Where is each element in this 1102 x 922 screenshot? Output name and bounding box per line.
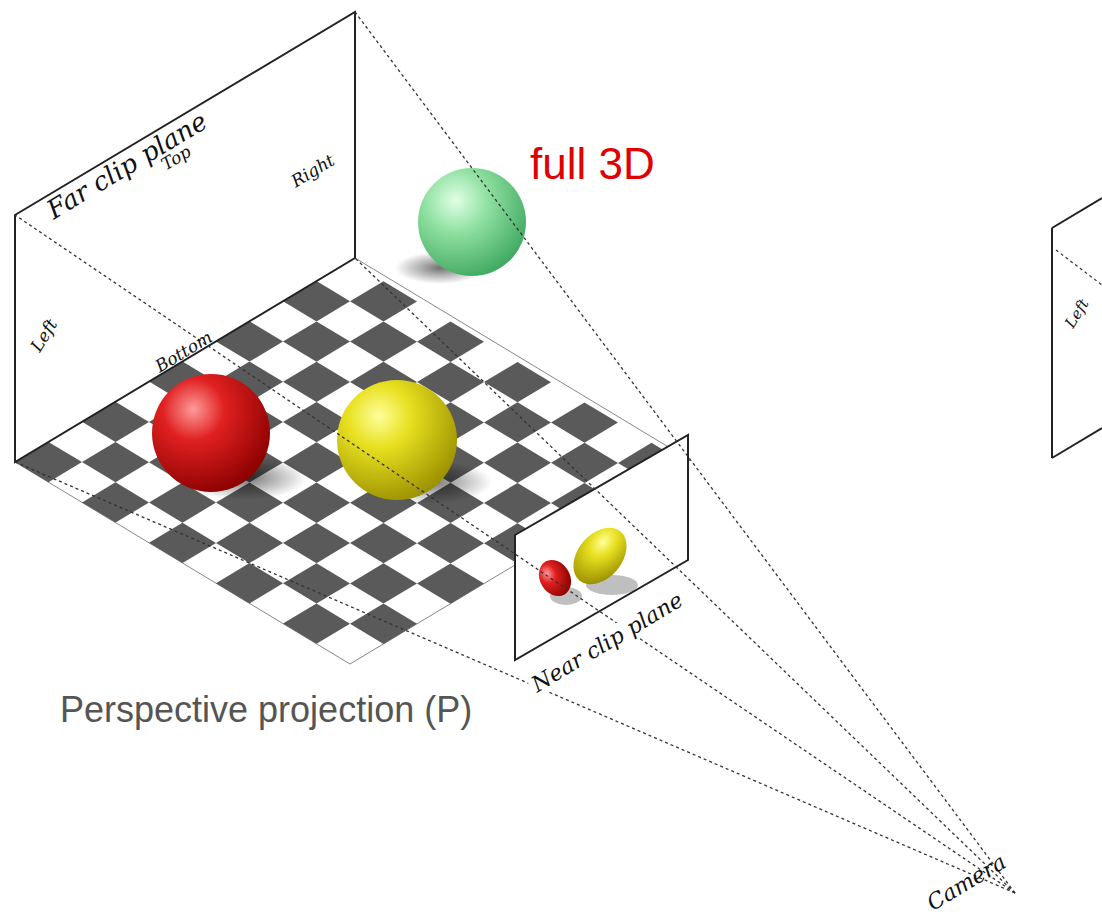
projected-yellow-sphere (563, 517, 638, 594)
checker-square (283, 523, 350, 563)
projection-caption: Perspective projection (P) (60, 690, 472, 730)
frustum-ray-partial (1056, 250, 1102, 285)
checker-square (283, 362, 350, 402)
frustum-rays (15, 12, 1015, 893)
left-label: Left (27, 316, 61, 355)
near-clip-plane (515, 435, 688, 660)
checker-square (82, 442, 149, 482)
projected-red-sphere (533, 554, 578, 602)
checker-square (283, 604, 350, 644)
checker-square (149, 523, 216, 563)
checker-square (484, 362, 551, 402)
checker-square (350, 563, 417, 603)
checker-square (417, 563, 484, 603)
checker-square (350, 523, 417, 563)
left-label: Left (1062, 296, 1092, 331)
checker-square (216, 523, 283, 563)
red-sphere (152, 374, 270, 492)
checker-square (551, 443, 618, 483)
floor-outline (15, 258, 690, 664)
checker-square (484, 443, 551, 483)
checker-square (350, 281, 417, 321)
checker-square (417, 523, 484, 563)
checker-square (82, 402, 149, 442)
orthographic-frame-partial (1052, 198, 1102, 458)
checker-square (484, 483, 551, 523)
camera-label: Camera (923, 850, 1010, 916)
checker-square (82, 482, 149, 522)
checker-square (216, 563, 283, 603)
checker-square (551, 402, 618, 442)
checker-square (484, 402, 551, 442)
right-label: Right (288, 151, 338, 191)
checker-square (350, 604, 417, 644)
checker-square (283, 563, 350, 603)
checker-square (216, 321, 283, 361)
checker-square (350, 322, 417, 362)
far-plane-label: Far clip plane (42, 107, 212, 225)
green-sphere (418, 168, 526, 276)
checker-square (417, 322, 484, 362)
full-3d-label: full 3D (530, 140, 655, 188)
yellow-sphere (337, 380, 457, 500)
checker-square (283, 281, 350, 321)
checker-square (283, 321, 350, 361)
